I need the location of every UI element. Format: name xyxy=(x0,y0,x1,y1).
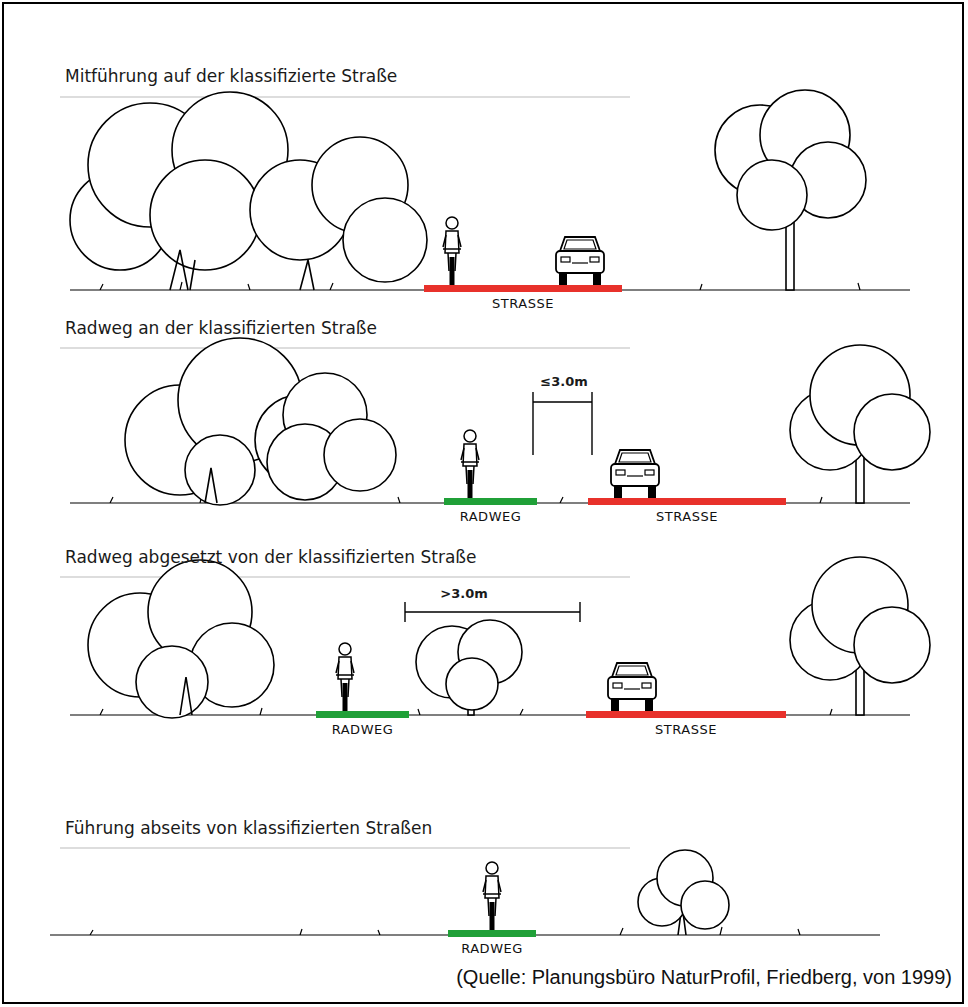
car-figure xyxy=(556,237,604,285)
tree-sketch xyxy=(681,881,729,929)
heading-underline xyxy=(60,577,630,578)
heading-underline xyxy=(60,848,630,849)
section-heading: Mitführung auf der klassifizierte Straße xyxy=(65,66,397,86)
frame xyxy=(3,3,963,1003)
tree-sketch xyxy=(446,658,498,710)
tree-sketch xyxy=(854,394,930,470)
band-fill xyxy=(444,498,537,505)
road-band: RADWEG xyxy=(316,711,409,737)
band-label: STRASSE xyxy=(588,509,786,524)
dimension-line xyxy=(533,392,592,455)
tree-sketch xyxy=(343,198,427,282)
dimension-line xyxy=(405,392,592,622)
road-band: RADWEG xyxy=(448,930,536,956)
band-label: STRASSE xyxy=(424,296,622,311)
heading-underline xyxy=(60,348,630,349)
car-figure xyxy=(611,450,659,498)
heading-underline xyxy=(60,97,630,98)
tree-sketch xyxy=(854,607,930,683)
tree-sketch xyxy=(185,435,255,505)
band-label: RADWEG xyxy=(444,509,537,524)
road-band: STRASSE xyxy=(586,711,786,737)
tree-sketch xyxy=(180,677,192,715)
dimension-label: >3.0m xyxy=(438,586,489,601)
cyclist-figure xyxy=(443,217,461,285)
cyclist-figure xyxy=(336,643,354,711)
section-heading: Führung abseits von klassifizierten Stra… xyxy=(65,818,432,838)
section-heading: Radweg abgesetzt von der klassifizierten… xyxy=(65,547,476,567)
band-label: STRASSE xyxy=(586,722,786,737)
tree-sketch xyxy=(150,160,260,270)
band-fill xyxy=(424,285,622,292)
tree-sketch xyxy=(170,250,195,290)
band-fill xyxy=(316,711,409,718)
tree-sketch xyxy=(737,160,807,230)
tree-sketch xyxy=(205,468,217,503)
source-caption: (Quelle: Planungsbüro NaturProfil, Fried… xyxy=(456,966,952,989)
band-fill xyxy=(448,930,536,937)
tree-sketch xyxy=(136,646,208,718)
car-figure xyxy=(608,663,656,711)
band-fill xyxy=(588,498,786,505)
dimension-line xyxy=(405,602,580,622)
band-label: RADWEG xyxy=(448,941,536,956)
cyclist-figure xyxy=(483,862,501,930)
dimension-label: ≤3.0m xyxy=(538,374,589,389)
tree-sketch xyxy=(70,90,930,935)
road-band: STRASSE xyxy=(588,498,786,524)
band-label: RADWEG xyxy=(316,722,409,737)
road-band: RADWEG xyxy=(444,498,537,524)
heading-underline xyxy=(60,97,630,848)
tree-sketch xyxy=(300,260,314,290)
ground-line xyxy=(50,282,910,935)
tree-sketch xyxy=(324,419,396,491)
cyclist-figure xyxy=(461,430,479,498)
band-fill xyxy=(586,711,786,718)
road-band: STRASSE xyxy=(424,285,622,311)
section-heading: Radweg an der klassifizierten Straße xyxy=(65,318,377,338)
